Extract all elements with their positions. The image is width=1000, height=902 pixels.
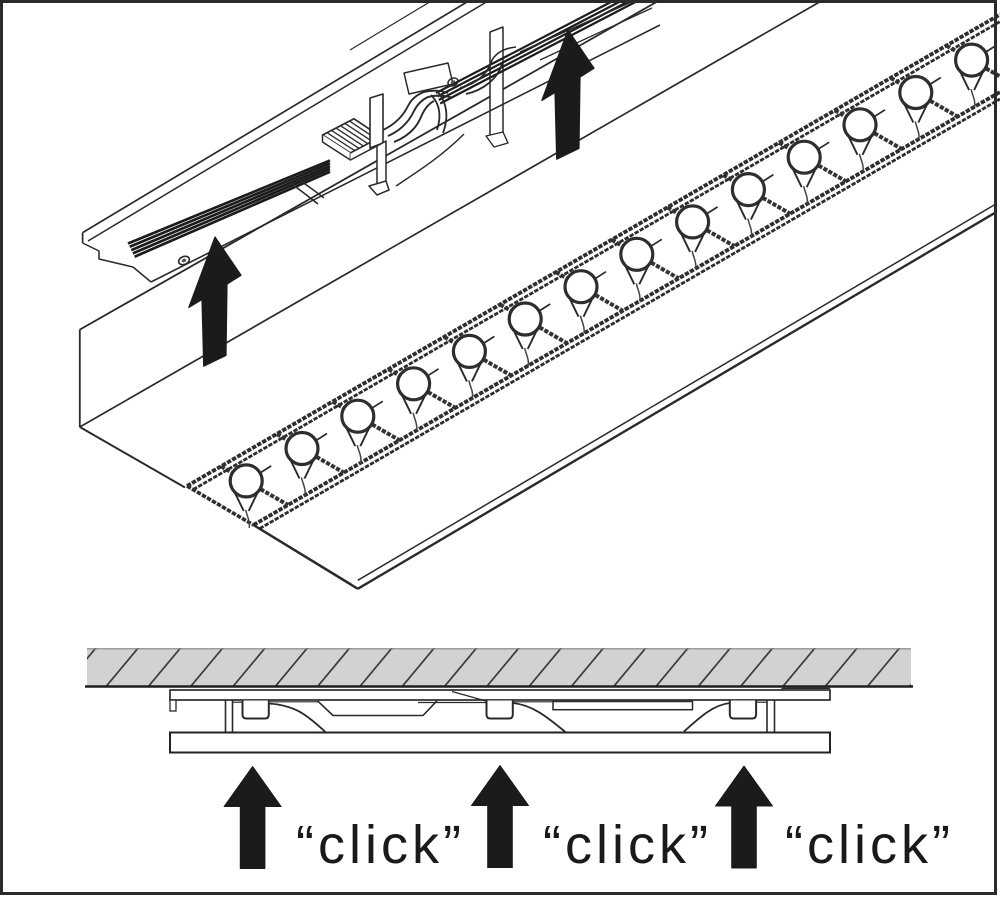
svg-text:“click”: “click”: [785, 815, 954, 875]
svg-text:“click”: “click”: [543, 815, 712, 875]
svg-text:“click”: “click”: [296, 815, 465, 875]
